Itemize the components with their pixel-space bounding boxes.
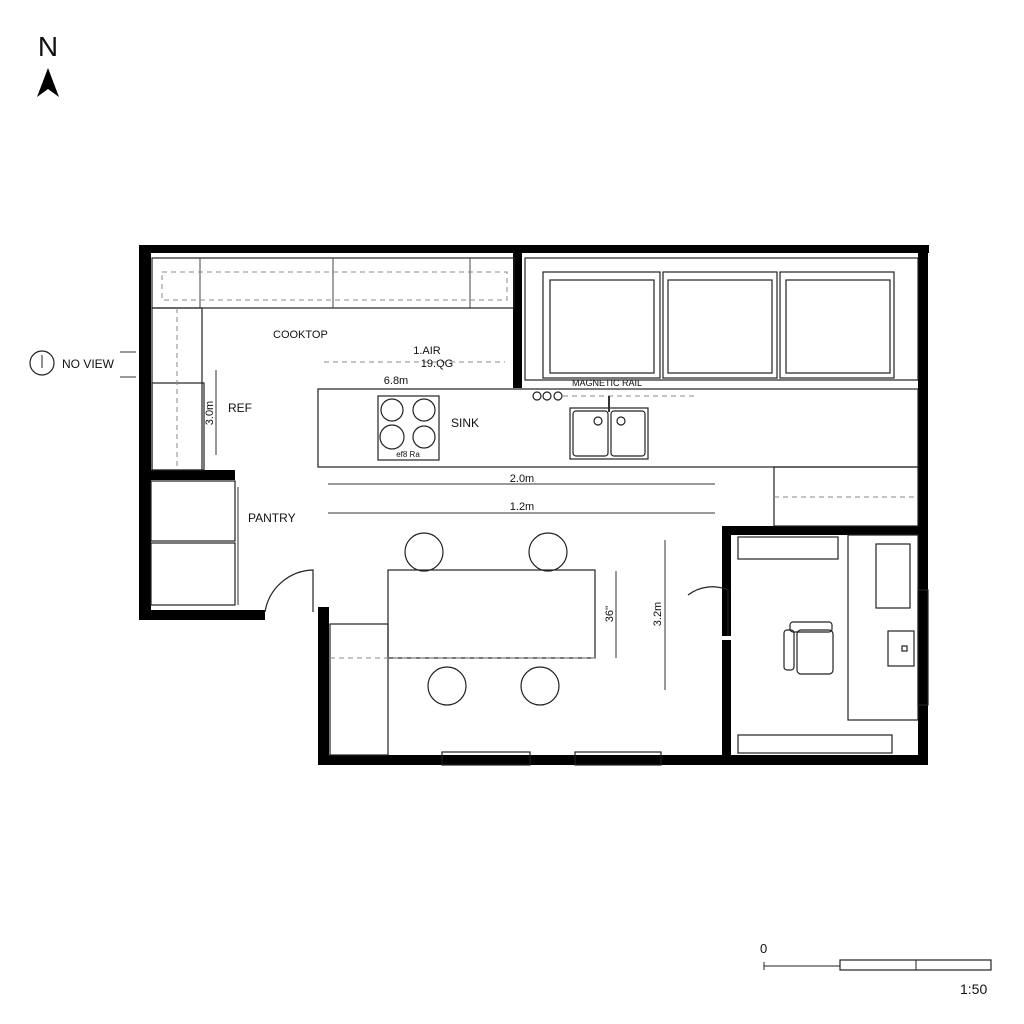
refrigerator — [151, 382, 205, 471]
door-swing — [264, 569, 314, 613]
scale-start: 0 — [760, 941, 767, 956]
view-marker-label: NO VIEW — [62, 357, 115, 371]
desk — [847, 534, 919, 721]
walls — [139, 245, 929, 765]
kitchen-counter — [317, 388, 919, 468]
door-swing — [687, 586, 729, 636]
dimension-top-1: 1.AIR — [413, 345, 441, 357]
view-marker: NO VIEW — [29, 350, 136, 378]
dimension-top-2: 19.QG — [421, 358, 453, 370]
scale-bar: 0 1:50 — [760, 941, 992, 997]
aisle-dimension: 1.2m — [510, 501, 534, 513]
pantry-label: PANTRY — [248, 511, 296, 525]
ref-dimension: 3.0m — [204, 401, 216, 425]
cooktop-width-dimension: 6.8m — [384, 375, 408, 387]
dining-table — [387, 532, 596, 706]
pantry-shelf — [150, 542, 236, 606]
pantry-shelf — [150, 480, 236, 542]
table-depth-dimension: 36'' — [604, 606, 616, 622]
sink — [569, 396, 649, 460]
scale-ratio: 1:50 — [960, 981, 987, 997]
north-arrow-icon — [37, 68, 59, 97]
magnetic-rail-label: MAGNETIC RAIL — [572, 378, 642, 388]
cooktop: ef8 Ra — [377, 395, 440, 461]
dining-depth-dimension: 3.2m — [652, 602, 664, 626]
cooktop-caption: ef8 Ra — [396, 450, 420, 459]
north-label: N — [38, 31, 58, 62]
counter-dimension: 2.0m — [510, 473, 534, 485]
sink-label: SINK — [451, 416, 479, 430]
view-marker-icon — [29, 350, 55, 376]
office-chair — [783, 621, 834, 675]
windows-cabinets — [524, 257, 919, 381]
cooktop-label: COOKTOP — [273, 329, 328, 341]
ref-label: REF — [228, 401, 252, 415]
